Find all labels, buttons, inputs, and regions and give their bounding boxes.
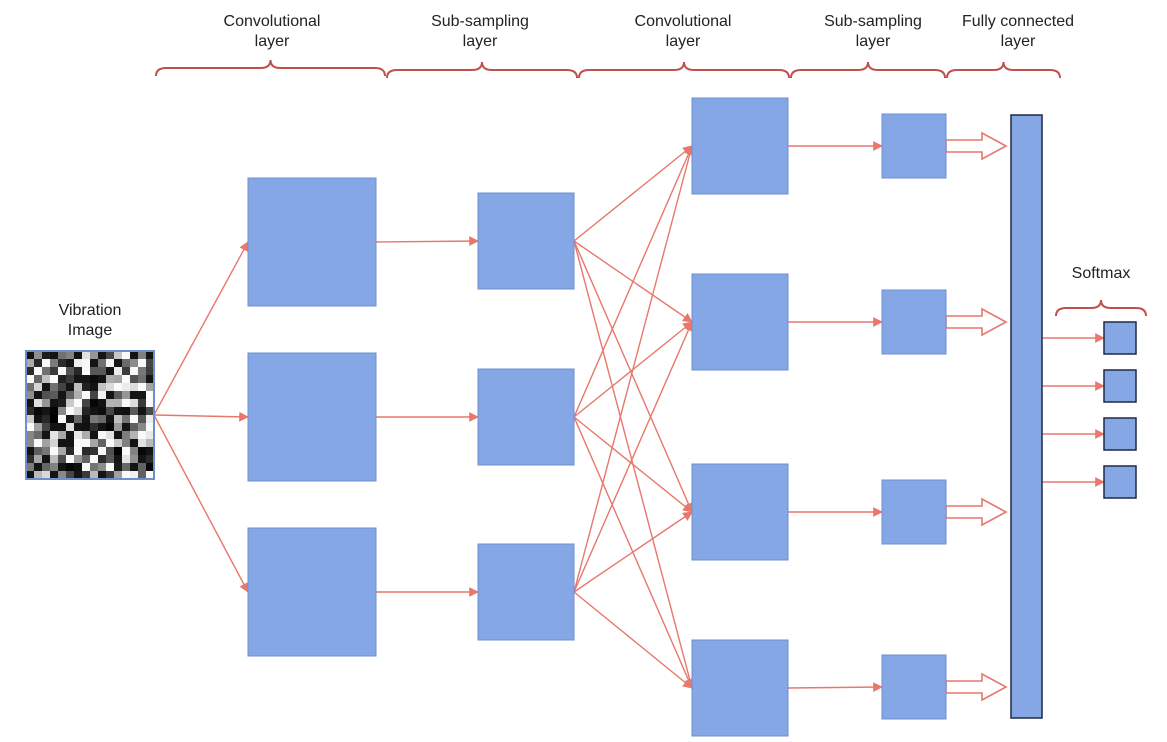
edge-input-conv1-0	[153, 241, 249, 416]
block-arrow-pool2-fc-3	[945, 672, 1008, 702]
softmax-node-3	[1103, 465, 1137, 499]
conv2-map-1	[691, 273, 789, 371]
edge-pool1-conv2-2-1	[573, 321, 693, 593]
edge-pool1-conv2-2-2	[573, 511, 693, 593]
brace-fc	[946, 61, 1061, 79]
pool2-map-1	[881, 289, 947, 355]
brace-pool1	[386, 61, 578, 79]
edge-pool1-conv2-0-2	[573, 240, 693, 513]
pool2-map-2	[881, 479, 947, 545]
pool2-map-0	[881, 113, 947, 179]
brace-pool2	[790, 61, 946, 79]
brace-conv2	[578, 61, 790, 79]
pool1-map-1	[477, 368, 575, 466]
conv2-map-3	[691, 639, 789, 737]
vibration-image-frame	[25, 350, 155, 480]
block-arrow-pool2-fc-2	[945, 497, 1008, 527]
layer-braces	[155, 59, 1147, 317]
connections	[153, 131, 1105, 702]
block-arrow-pool2-fc-0	[945, 131, 1008, 161]
edge-pool1-conv2-2-0	[573, 145, 695, 593]
edge-input-conv1-2	[153, 414, 249, 593]
softmax-node-0	[1103, 321, 1137, 355]
conv2-map-2	[691, 463, 789, 561]
vibration-image	[25, 350, 155, 480]
brace-softmax	[1055, 299, 1147, 317]
edge-pool1-conv2-2-3	[573, 591, 693, 689]
edge-input-conv1-1	[153, 411, 249, 422]
edge-conv2-pool2-3	[787, 682, 883, 692]
conv1-map-0	[247, 177, 377, 307]
edge-conv1-pool1-0	[375, 236, 479, 246]
edge-pool1-conv2-1-0	[573, 145, 693, 418]
edge-pool1-conv2-1-2	[573, 416, 693, 513]
conv1-map-2	[247, 527, 377, 657]
pool2-map-3	[881, 654, 947, 720]
conv1-map-1	[247, 352, 377, 482]
edge-pool1-conv2-0-0	[573, 145, 693, 242]
conv2-map-0	[691, 97, 789, 195]
softmax-label: Softmax	[1071, 265, 1131, 282]
block-arrow-pool2-fc-1	[945, 307, 1008, 337]
pool1-map-2	[477, 543, 575, 641]
softmax-node-2	[1103, 417, 1137, 451]
fully-connected-bar	[1010, 114, 1043, 719]
layer-nodes	[247, 97, 1137, 737]
brace-conv1	[155, 59, 386, 77]
softmax-node-1	[1103, 369, 1137, 403]
pool1-map-0	[477, 192, 575, 290]
